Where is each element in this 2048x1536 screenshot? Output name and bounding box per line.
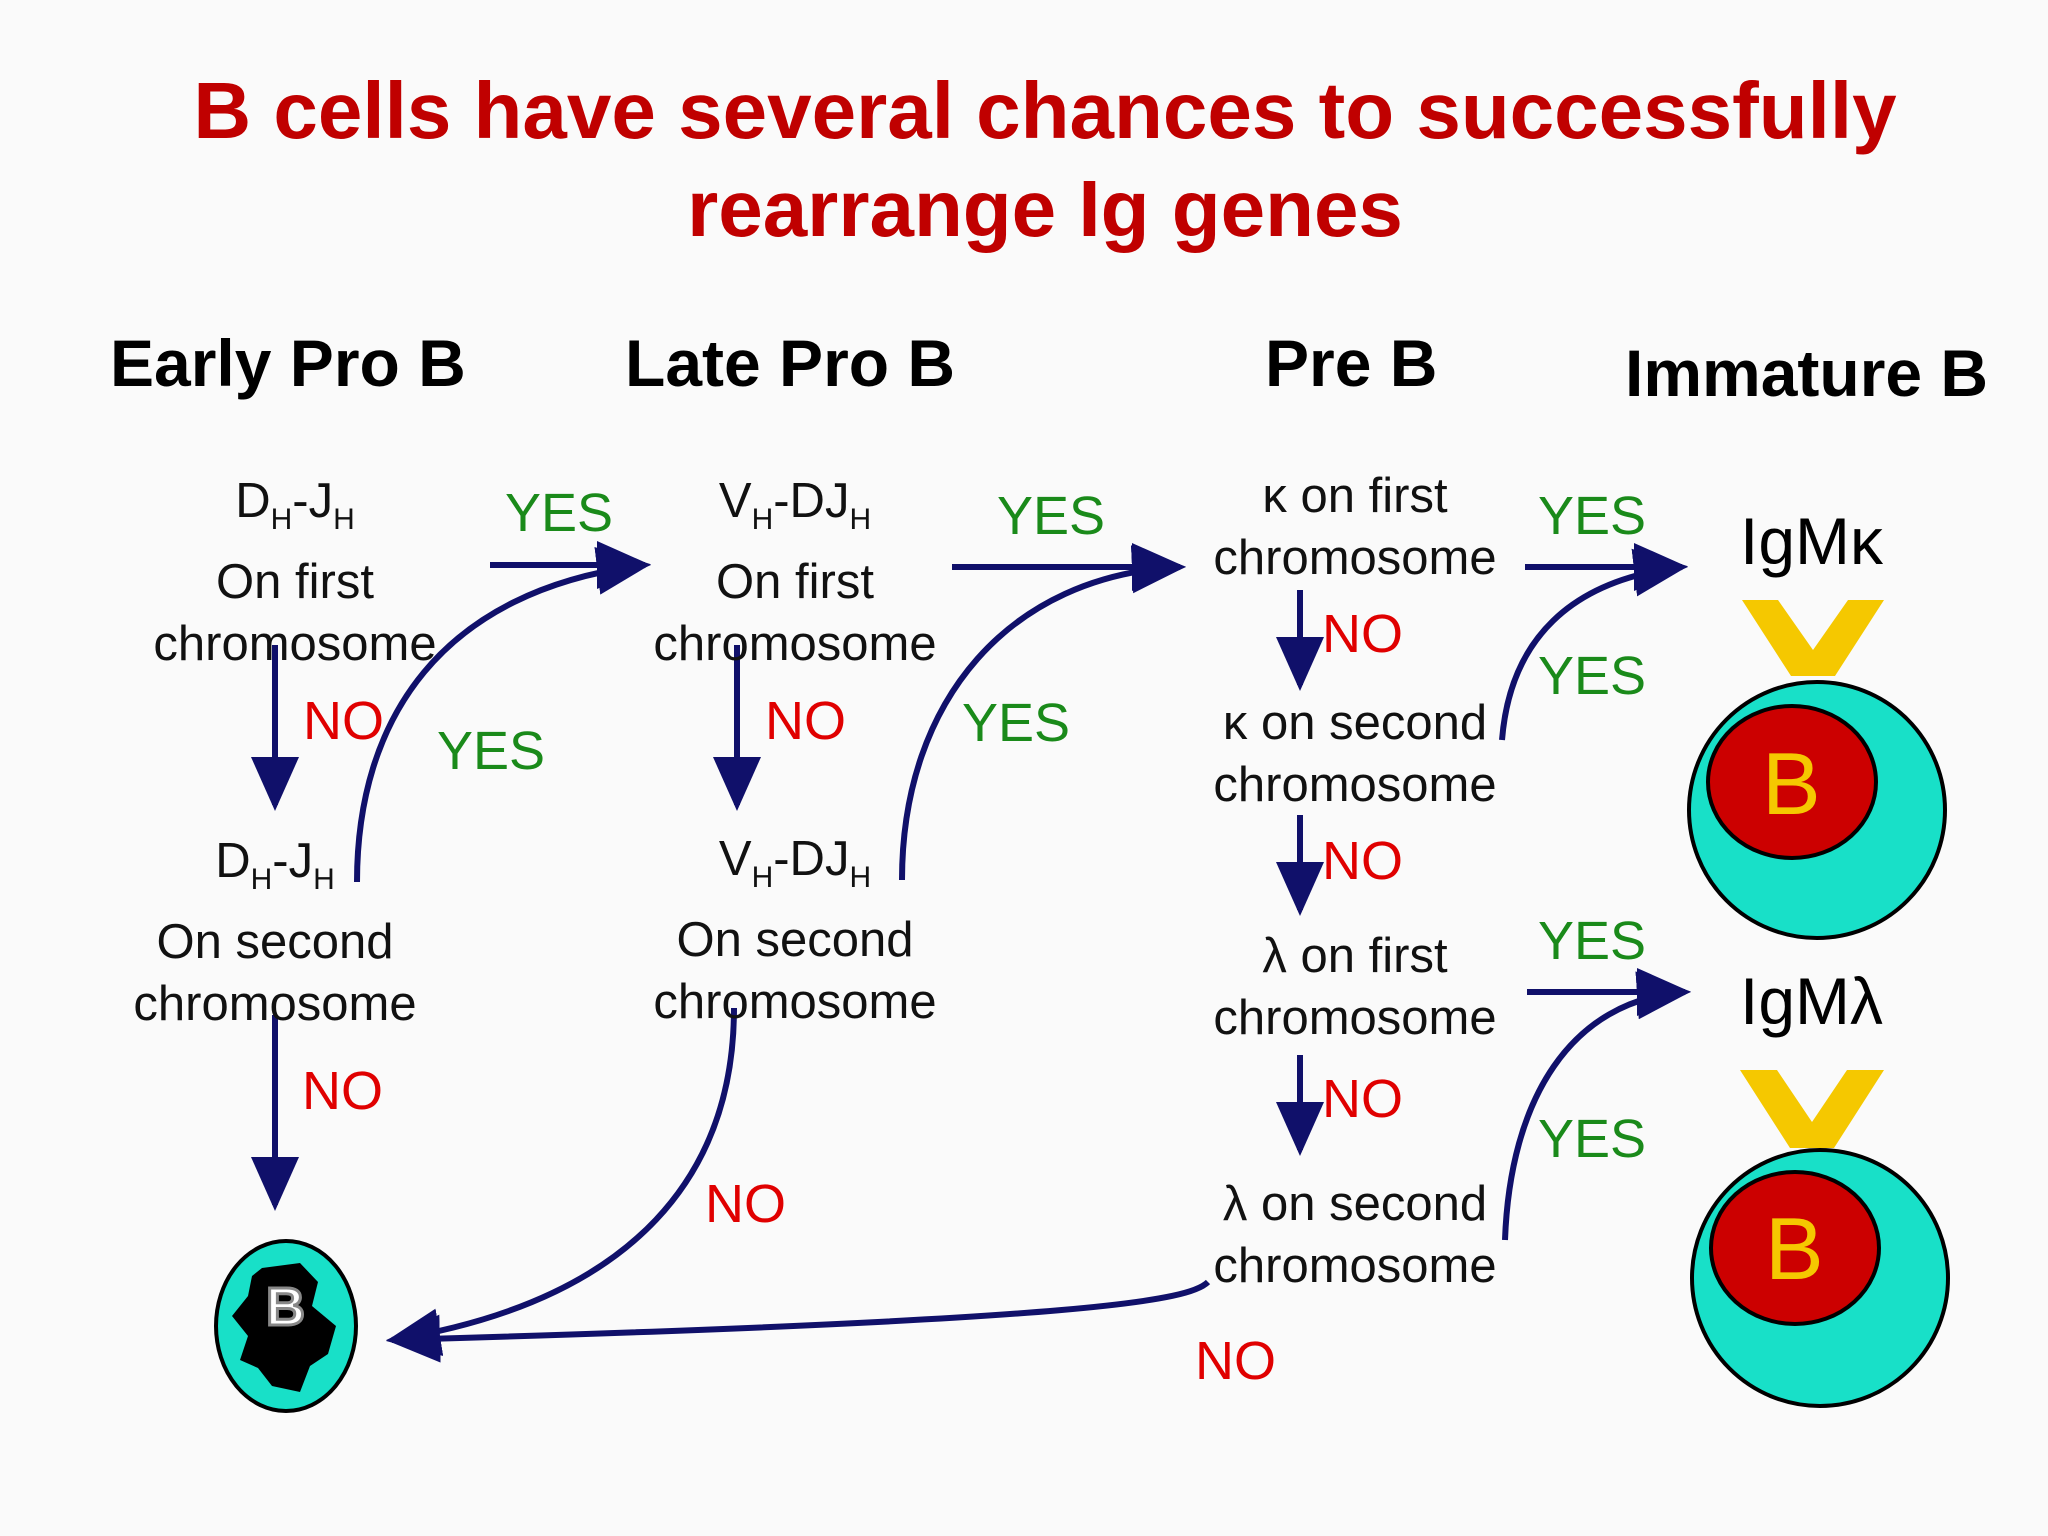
node-kappa-second: κ on second chromosome [1213,696,1497,812]
igm-lambda-cell-icon [1690,1070,1950,1408]
node-lambda-second: λ on second chromosome [1213,1177,1497,1293]
igm-kappa-cell-icon [1687,600,1947,940]
igm-lambda-label: IgMλ [1740,964,1884,1038]
arrow-kappa-second-to-igmk [1499,548,1688,741]
apoptotic-cell-label: B [265,1276,307,1339]
stage-header-early-pro-b: Early Pro B [110,326,466,400]
arrow-dhjh-second-to-vhdjh [354,547,651,883]
yes-label-dhjh-first: YES [505,483,614,543]
slide-title-line1: B cells have several chances to successf… [193,66,1897,155]
arrow-vhdjh-second-to-dead [386,1007,737,1357]
yes-label-vhdjh-first: YES [997,486,1106,546]
arrow-lambda-second-to-igml [1502,971,1691,1241]
node-dhjh-second: DH-JH On second chromosome [133,834,417,1031]
no-label-dhjh-second: NO [302,1061,383,1121]
node-kappa-first: κ on first chromosome [1213,469,1497,585]
yes-label-kappa-second: YES [1538,646,1647,706]
igm-lambda-b-letter: B [1765,1199,1824,1298]
node-dhjh-first: DH-JH On first chromosome [153,474,437,671]
stage-header-immature-b: Immature B [1625,336,1989,410]
yes-label-kappa-first: YES [1538,486,1647,546]
arrow-lambda-second-to-dead [386,1279,1211,1363]
no-label-lambda-first: NO [1322,1069,1403,1129]
apoptotic-cell-icon [214,1239,358,1413]
stage-header-late-pro-b: Late Pro B [625,326,956,400]
slide-title-line2: rearrange Ig genes [687,164,1403,253]
yes-label-vhdjh-second: YES [962,693,1071,753]
stage-header-pre-b: Pre B [1265,326,1438,400]
node-vhdjh-first: VH-DJH On first chromosome [653,474,937,671]
arrow-vhdjh-second-to-kappa [899,545,1186,881]
igm-kappa-b-letter: B [1762,734,1821,833]
no-label-kappa-second: NO [1322,831,1403,891]
no-label-vhdjh-second: NO [705,1174,786,1234]
node-lambda-first: λ on first chromosome [1213,929,1497,1045]
igm-kappa-label: IgMκ [1740,504,1884,578]
no-label-dhjh-first: NO [303,691,384,751]
no-label-kappa-first: NO [1322,604,1403,664]
no-label-vhdjh-first: NO [765,691,846,751]
yes-label-lambda-second: YES [1538,1109,1647,1169]
node-vhdjh-second: VH-DJH On second chromosome [653,832,937,1029]
no-label-lambda-second: NO [1195,1331,1276,1391]
yes-label-lambda-first: YES [1538,911,1647,971]
yes-label-dhjh-second: YES [437,721,546,781]
